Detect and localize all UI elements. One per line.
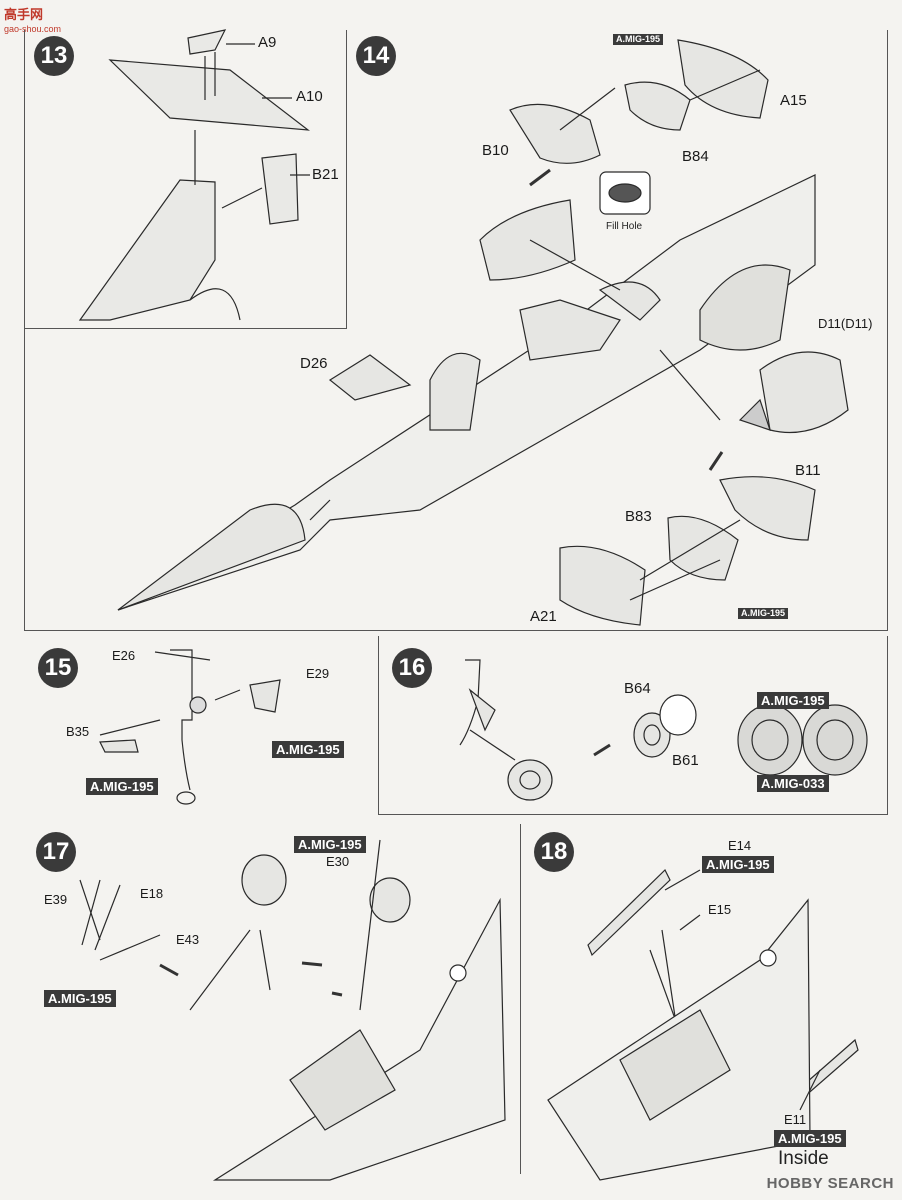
step-15-badge: 15 (38, 648, 78, 688)
part-label-e15: E15 (708, 902, 732, 917)
nose-wheel-drawing (459, 659, 868, 801)
part-label-a15: A15 (780, 92, 807, 109)
part-label-b84: B84 (682, 148, 709, 165)
paint-code-label: A.MIG-195 (294, 836, 366, 853)
part-label-e43: E43 (176, 932, 200, 947)
step-13-badge: 13 (34, 36, 74, 76)
paint-code-label: A.MIG-195 (613, 34, 664, 45)
paint-code-label: A.MIG-195 (272, 741, 344, 758)
part-label-a10: A10 (296, 88, 323, 105)
part-label-e29: E29 (306, 666, 330, 681)
part-label-a9: A9 (258, 34, 277, 51)
fuselage-drawing (117, 39, 849, 626)
paint-code-label: A.MIG-195 (702, 856, 774, 873)
step-18-badge: 18 (534, 832, 574, 872)
part-label-e26: E26 (112, 648, 136, 663)
inside-note: Inside (778, 1148, 829, 1169)
main-gear-drawing (79, 839, 506, 1181)
site-logo: 高手网 (4, 7, 44, 22)
part-label-d11: D11(D11) (818, 316, 873, 331)
part-label-e39: E39 (44, 892, 68, 907)
part-label-b21: B21 (312, 166, 339, 183)
part-label-b64: B64 (624, 680, 651, 697)
part-label-b83: B83 (625, 508, 652, 525)
site-logo-url: gao-shou.com (4, 24, 62, 34)
part-label-b10: B10 (482, 142, 509, 159)
part-label-e11: E11 (784, 1112, 807, 1127)
part-label-e18: E18 (140, 886, 164, 901)
part-label-b11: B11 (795, 462, 821, 479)
paint-code-label: A.MIG-033 (757, 775, 829, 792)
paint-code-label: A.MIG-195 (757, 692, 829, 709)
panel-step-14 (24, 30, 888, 631)
step-17-badge: 17 (36, 832, 76, 872)
panel-step-18 (520, 824, 887, 1174)
paint-code-label: A.MIG-195 (738, 608, 789, 619)
fill-hole-label: Fill Hole (606, 221, 643, 232)
watermark: HOBBY SEARCH (766, 1175, 894, 1192)
direction-arrows (159, 168, 724, 997)
paint-code-label: A.MIG-195 (86, 778, 158, 795)
part-label-b35: B35 (66, 724, 90, 739)
gear-door-drawing (547, 868, 859, 1181)
panel-step-13 (24, 30, 347, 329)
step-16-badge: 16 (392, 648, 432, 688)
part-label-e14: E14 (728, 838, 752, 853)
panel-step-16 (378, 636, 888, 815)
part-label-e30: E30 (326, 854, 350, 869)
part-label-d26: D26 (300, 355, 328, 372)
paint-code-label: A.MIG-195 (774, 1130, 846, 1147)
step-14-badge: 14 (356, 36, 396, 76)
paint-code-label: A.MIG-195 (44, 990, 116, 1007)
part-label-b61: B61 (672, 752, 699, 769)
part-label-a21: A21 (530, 608, 557, 625)
tail-assembly-drawing (78, 29, 310, 321)
nose-gear-drawing (99, 649, 281, 805)
